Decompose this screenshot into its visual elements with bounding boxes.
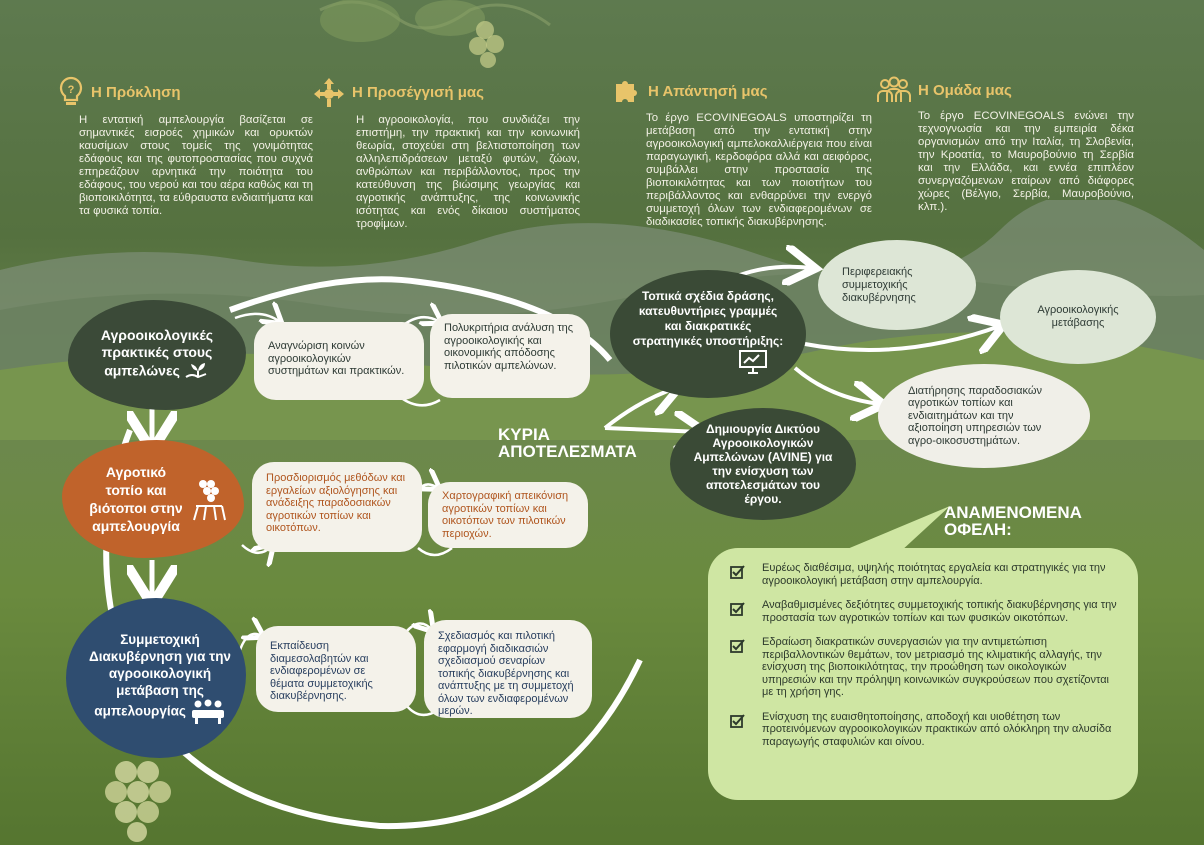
result-avine-network: Δημιουργία Δικτύου Αγροοικολογικών Αμπελ… [670, 408, 856, 520]
svg-text:?: ? [68, 84, 75, 96]
team-icon [877, 76, 911, 102]
outcome-landscape-conservation: Διατήρησης παραδοσιακών αγροτικών τοπίων… [878, 364, 1090, 468]
grapes-decoration [105, 761, 171, 842]
benefit-text: Ευρέως διαθέσιμα, υψηλής ποιότητας εργαλ… [762, 562, 1106, 587]
step-box: Πολυκριτήρια ανάλυση της αγροοικολογικής… [430, 314, 590, 398]
pillar-governance: Συμμετοχική Διακυβέρνηση για την αγροοικ… [66, 598, 246, 758]
pillar-landscape: Αγροτικό τοπίο και βιότοποι στην αμπελου… [62, 440, 244, 558]
benefit-item: Εδραίωση διακρατικών συνεργασιών για την… [730, 636, 1120, 699]
benefits-heading: ΑΝΑΜΕΝΟΜΕΝΑ ΟΦΕΛΗ: [944, 503, 1082, 539]
pillar-label: Συμμετοχική Διακυβέρνηση για την αγροοικ… [89, 632, 231, 719]
benefit-item: Ευρέως διαθέσιμα, υψηλής ποιότητας εργαλ… [730, 562, 1120, 587]
lightbulb-question-icon: ? [59, 76, 83, 105]
outcome-text: Διατήρησης παραδοσιακών αγροτικών τοπίων… [908, 384, 1042, 447]
benefits-panel: Ευρέως διαθέσιμα, υψηλής ποιότητας εργαλ… [708, 548, 1138, 800]
header-title: Η Ομάδα μας [918, 81, 1012, 99]
result-action-plans: Τοπικά σχέδια δράσης, κατευθυντήριες γρα… [610, 270, 806, 398]
benefit-text: Εδραίωση διακρατικών συνεργασιών για την… [762, 636, 1109, 698]
pillar-practices: Αγροοικολογικές πρακτικές στους αμπελώνε… [68, 300, 246, 410]
step-text: Εκπαίδευση διαμεσολαβητών και ενδιαφερομ… [270, 640, 373, 702]
vine-leaves-decoration [319, 0, 551, 68]
presentation-board-icon [739, 350, 767, 374]
checkbox-check-icon [730, 602, 745, 616]
hand-sprout-icon [185, 363, 207, 379]
step-box: Σχεδιασμός και πιλοτική εφαρμογή διαδικα… [424, 620, 592, 718]
step-box: Εκπαίδευση διαμεσολαβητών και ενδιαφερομ… [256, 626, 416, 712]
header-title: Η Πρόκληση [91, 83, 181, 101]
step-text: Πολυκριτήρια ανάλυση της αγροοικολογικής… [444, 322, 574, 372]
header-team: Η Ομάδα μας Το έργο ECOVINEGOALS ενώνει … [876, 76, 1134, 214]
header-text: Η αγροοικολογία, που συνδιάζει την επιστ… [356, 114, 580, 230]
checkbox-check-icon [730, 639, 745, 653]
benefit-item: Αναβαθμισμένες δεξιότητες συμμετοχικής τ… [730, 599, 1120, 624]
step-box: Αναγνώριση κοινών αγροοικολογικών συστημ… [254, 322, 424, 400]
header-title: Η Προσέγγισή μας [352, 83, 484, 101]
result-label: Τοπικά σχέδια δράσης, κατευθυντήριες γρα… [632, 289, 784, 348]
directions-hub-icon [314, 78, 344, 107]
step-box: Χαρτογραφική απεικόνιση αγροτικών τοπίων… [428, 482, 588, 548]
pillar-label: Αγροτικό τοπίο και βιότοποι στην αμπελου… [89, 464, 183, 534]
puzzle-icon [616, 81, 637, 102]
benefit-item: Ενίσχυση της ευαισθητοποίησης, αποδοχή κ… [730, 711, 1120, 749]
header-approach: Η Προσέγγισή μας Η αγροοικολογία, που συ… [312, 76, 580, 231]
benefit-text: Αναβαθμισμένες δεξιότητες συμμετοχικής τ… [762, 599, 1117, 624]
benefit-text: Ενίσχυση της ευαισθητοποίησης, αποδοχή κ… [762, 710, 1112, 748]
outcome-text: Περιφερειακής συμμετοχικής διακυβέρνησης [842, 265, 916, 304]
grape-vineyard-icon [193, 480, 226, 521]
pillar-label: Αγροοικολογικές πρακτικές στους αμπελώνε… [100, 327, 214, 379]
outcome-text: Αγροοικολογικής μετάβασης [1037, 304, 1119, 329]
header-challenge: ? Η Πρόκληση Η εντατική αμπελουργία βασί… [57, 76, 313, 218]
step-text: Προσδιορισμός μεθόδων και εργαλείων αξιο… [266, 472, 406, 534]
header-text: Το έργο ECOVINEGOALS ενώνει την τεχνογνω… [918, 110, 1134, 213]
checkbox-check-icon [730, 713, 745, 728]
header-text: Η εντατική αμπελουργία βασίζεται σε σημα… [79, 114, 313, 217]
result-label: Δημιουργία Δικτύου Αγροοικολογικών Αμπελ… [693, 422, 833, 506]
header-title: Η Απάντησή μας [648, 82, 768, 100]
checkbox-check-icon [730, 565, 745, 579]
results-heading: ΚΥΡΙΑ ΑΠΟΤΕΛΕΣΜΑΤΑ [498, 425, 637, 461]
meeting-table-icon [191, 699, 224, 724]
outcome-agroecological-transition: Αγροοικολογικής μετάβασης [1000, 270, 1156, 364]
step-box: Προσδιορισμός μεθόδων και εργαλείων αξιο… [252, 462, 422, 552]
header-text: Το έργο ECOVINEGOALS υποστηρίζει τη μετά… [646, 112, 872, 228]
step-text: Σχεδιασμός και πιλοτική εφαρμογή διαδικα… [438, 630, 574, 717]
step-text: Χαρτογραφική απεικόνιση αγροτικών τοπίων… [442, 490, 569, 540]
step-text: Αναγνώριση κοινών αγροοικολογικών συστημ… [268, 340, 405, 377]
outcome-regional-governance: Περιφερειακής συμμετοχικής διακυβέρνησης [818, 240, 976, 330]
header-response: Η Απάντησή μας Το έργο ECOVINEGOALS υποσ… [612, 76, 872, 229]
